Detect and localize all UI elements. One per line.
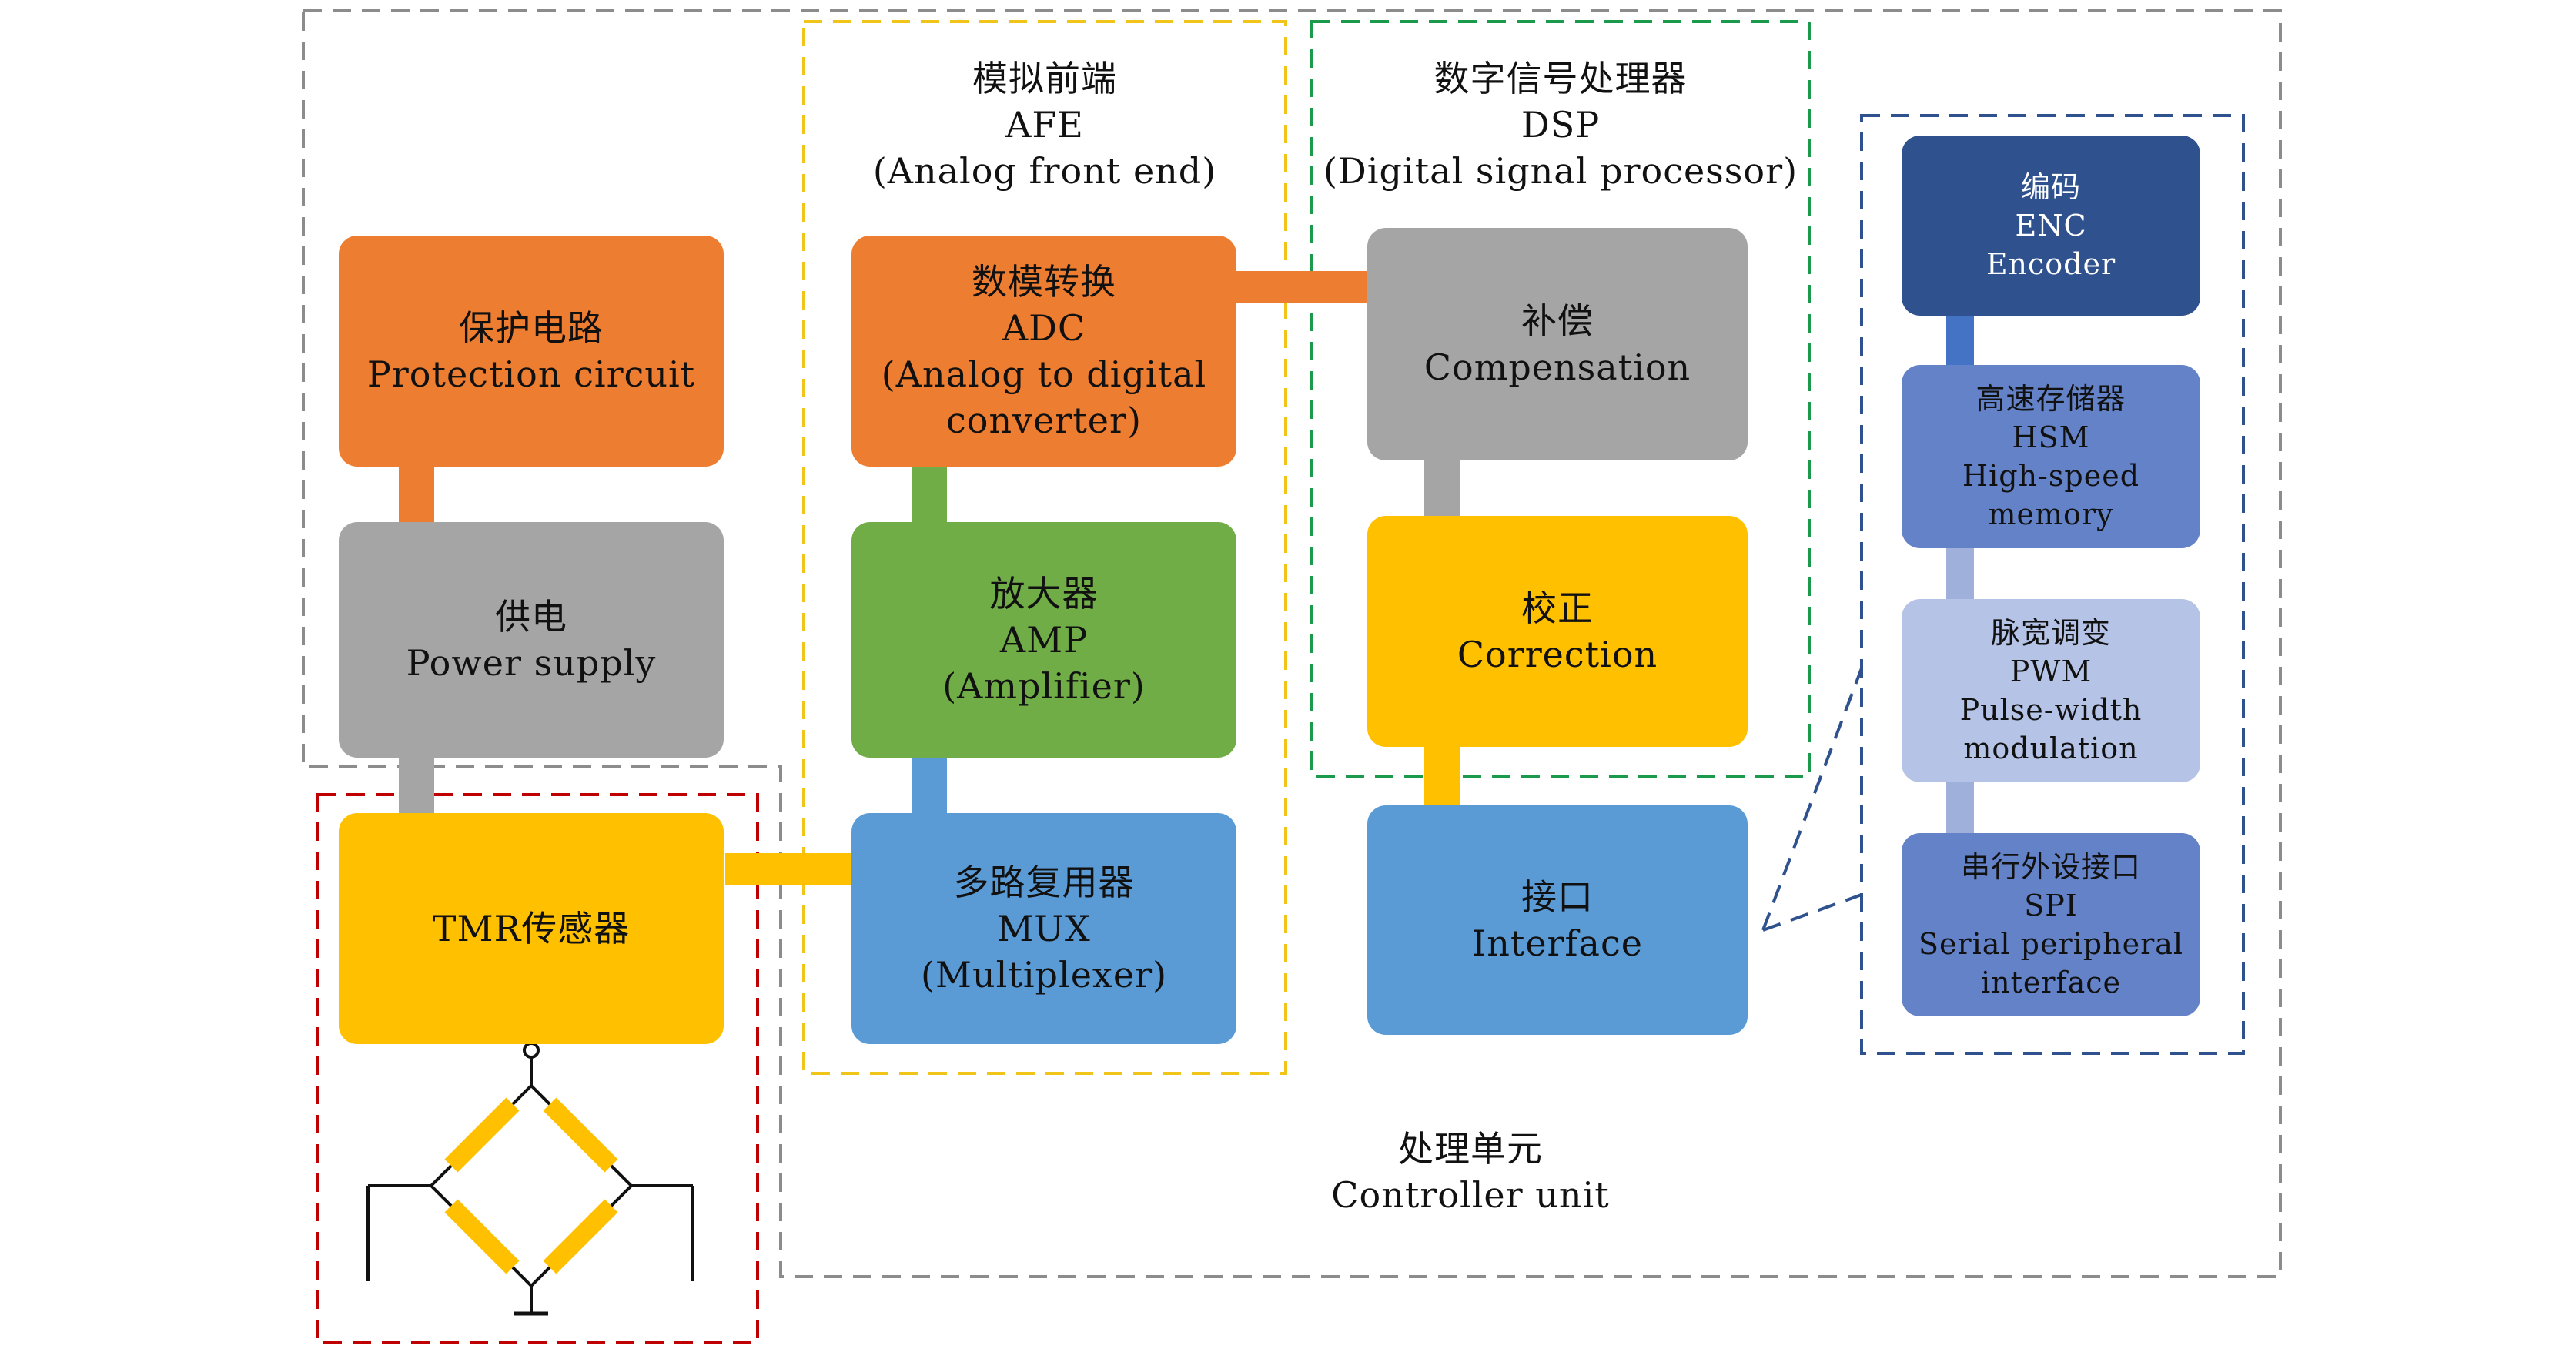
dsp-label-abbr: DSP (1521, 104, 1601, 146)
adc-en-line1: (Analog to digital (881, 353, 1207, 395)
mux-zh: 多路复用器 (953, 862, 1135, 903)
connector-adc-compensation (1236, 271, 1367, 303)
adc-block: 数模转换 ADC (Analog to digital converter) (851, 236, 1236, 467)
hsm-zh: 高速存储器 (1975, 382, 2126, 416)
compensation-block: 补偿 Compensation (1367, 228, 1748, 460)
power-zh: 供电 (495, 596, 567, 638)
callout-line-bottom (1762, 893, 1862, 932)
spi-en-line1: Serial peripheral (1918, 927, 2184, 961)
connector-protection-power (399, 467, 434, 522)
enc-abbr: ENC (2015, 209, 2087, 243)
connector-enc-hsm (1946, 316, 1974, 365)
spi-abbr: SPI (2024, 889, 2078, 922)
afe-group-label: 模拟前端 AFE (Analog front end) (804, 55, 1286, 194)
afe-label-zh: 模拟前端 (972, 58, 1117, 99)
enc-en: Encoder (1986, 247, 2116, 281)
connector-amp-mux (912, 758, 947, 813)
dsp-frame (1310, 20, 1811, 778)
interface-detail-frame (1860, 114, 2245, 1055)
hsm-en-line1: High-speed (1962, 459, 2140, 493)
spi-block: 串行外设接口 SPI Serial peripheral interface (1902, 833, 2200, 1016)
high-speed-memory-block: 高速存储器 HSM High-speed memory (1902, 365, 2200, 548)
connector-tmr-mux (725, 853, 851, 885)
correction-zh: 校正 (1521, 587, 1594, 629)
power-en: Power supply (406, 642, 657, 684)
connector-pwm-spi (1946, 782, 1974, 833)
pwm-en-line2: modulation (1963, 731, 2139, 765)
pwm-zh: 脉宽调变 (1990, 616, 2111, 650)
spi-en-line2: interface (1980, 966, 2122, 999)
enc-zh: 编码 (2020, 170, 2081, 204)
adc-abbr: ADC (1002, 307, 1086, 349)
connector-correction-interface (1424, 747, 1460, 805)
hsm-en-line2: memory (1988, 497, 2114, 531)
sensor-frame (316, 793, 759, 1344)
pwm-abbr: PWM (2009, 654, 2093, 688)
interface-block: 接口 Interface (1367, 805, 1748, 1035)
dsp-label-en: (Digital signal processor) (1323, 150, 1798, 192)
mux-abbr: MUX (997, 908, 1091, 949)
amplifier-block: 放大器 AMP (Amplifier) (851, 522, 1236, 758)
connector-compensation-correction (1424, 460, 1460, 516)
protection-circuit-block: 保护电路 Protection circuit (339, 236, 724, 467)
pwm-block: 脉宽调变 PWM Pulse-width modulation (1902, 599, 2200, 782)
afe-frame (802, 20, 1287, 1075)
power-supply-block: 供电 Power supply (339, 522, 724, 758)
dsp-group-label: 数字信号处理器 DSP (Digital signal processor) (1312, 55, 1809, 194)
protection-zh: 保护电路 (459, 307, 604, 349)
spi-zh: 串行外设接口 (1960, 850, 2141, 884)
interface-zh: 接口 (1521, 876, 1594, 918)
afe-label-abbr: AFE (1005, 104, 1084, 146)
compensation-en: Compensation (1423, 346, 1691, 388)
adc-zh: 数模转换 (972, 261, 1116, 303)
amp-zh: 放大器 (989, 573, 1099, 614)
bridge-circuit-icon (366, 1042, 694, 1316)
amp-en: (Amplifier) (942, 665, 1146, 707)
connector-power-tmr (399, 758, 434, 813)
compensation-zh: 补偿 (1521, 300, 1594, 342)
hsm-abbr: HSM (2012, 420, 2090, 454)
multiplexer-block: 多路复用器 MUX (Multiplexer) (851, 813, 1236, 1044)
protection-en: Protection circuit (366, 353, 696, 395)
pwm-en-line1: Pulse-width (1959, 693, 2143, 727)
correction-en: Correction (1457, 634, 1658, 675)
correction-block: 校正 Correction (1367, 516, 1748, 747)
controller-unit-frame (302, 9, 2282, 1278)
dsp-label-zh: 数字信号处理器 (1434, 58, 1688, 99)
adc-en-line2: converter) (946, 400, 1142, 441)
amp-abbr: AMP (999, 619, 1089, 661)
tmr-label: TMR传感器 (432, 908, 631, 949)
controller-label-en: Controller unit (1331, 1174, 1610, 1216)
afe-label-en: (Analog front end) (872, 150, 1217, 192)
encoder-block: 编码 ENC Encoder (1902, 136, 2200, 316)
controller-group-label: 处理单元 Controller unit (1247, 1126, 1694, 1218)
callout-line-top (1761, 668, 1863, 931)
mux-en: (Multiplexer) (920, 954, 1168, 996)
controller-label-zh: 处理单元 (1398, 1128, 1543, 1170)
connector-adc-amp (912, 467, 947, 522)
connector-hsm-pwm (1946, 548, 1974, 599)
interface-en: Interface (1472, 922, 1643, 964)
tmr-sensor-block: TMR传感器 (339, 813, 724, 1044)
